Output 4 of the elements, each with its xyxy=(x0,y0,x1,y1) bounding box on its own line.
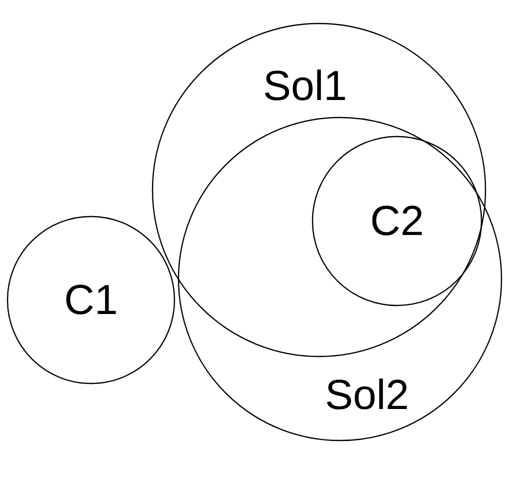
set-label: Sol2 xyxy=(324,374,410,416)
set-label: Sol1 xyxy=(262,65,348,107)
set-label: C1 xyxy=(64,279,118,321)
set-label: C2 xyxy=(370,200,424,242)
